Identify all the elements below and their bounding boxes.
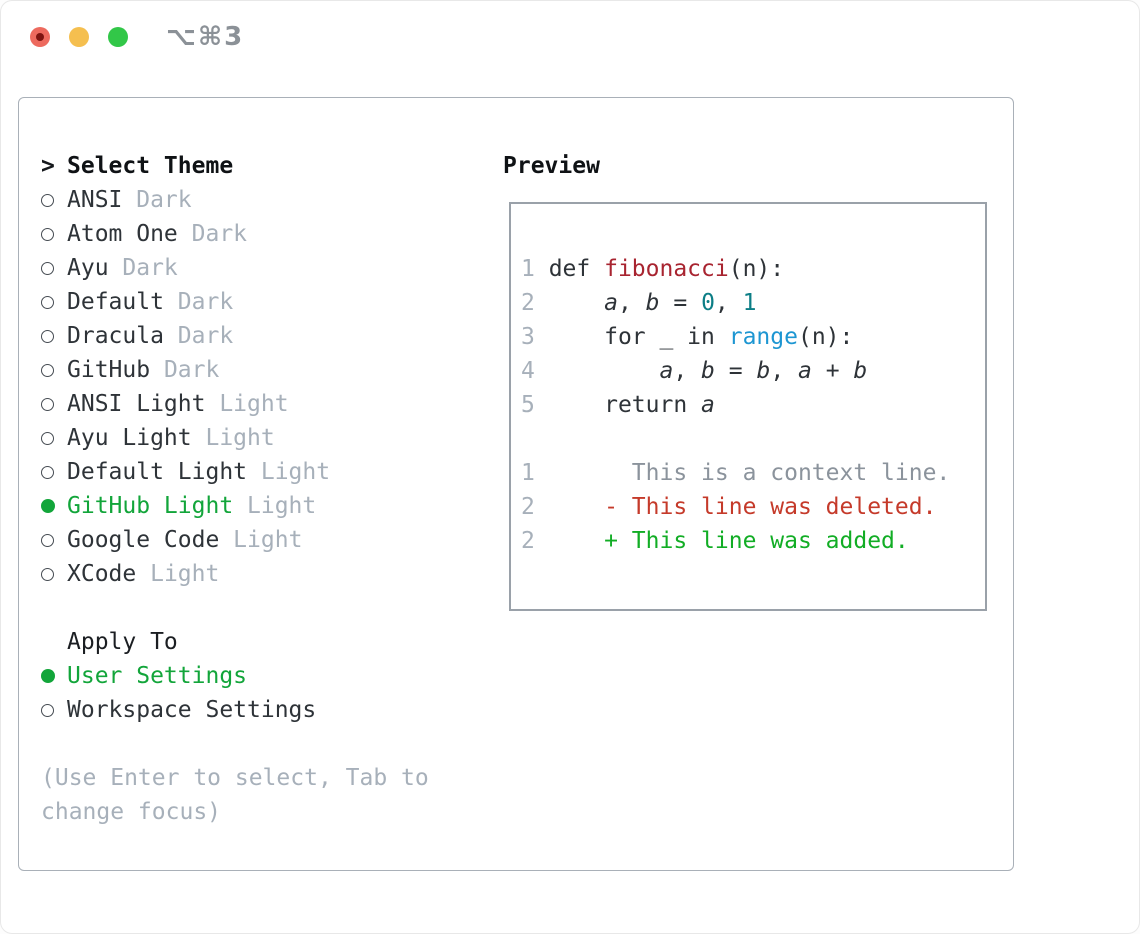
theme-option-dracula[interactable]: Dracula Dark <box>41 319 491 353</box>
radio-unselected-icon <box>41 295 67 309</box>
theme-variant: Light <box>247 459 331 485</box>
apply-to-header-row: Apply To <box>41 625 491 659</box>
preview-line <box>521 422 985 456</box>
title-bar: ⌥⌘3 <box>0 0 1140 75</box>
theme-option-atom-one[interactable]: Atom One Dark <box>41 217 491 251</box>
radio-selected-icon <box>41 669 67 683</box>
radio-unselected-icon <box>41 397 67 411</box>
apply-option-label: Workspace Settings <box>67 697 317 723</box>
preview-line: 3 for _ in range(n): <box>521 324 854 350</box>
theme-name: GitHub Light <box>67 493 234 519</box>
window-title: ⌥⌘3 <box>166 22 245 52</box>
theme-variant: Light <box>219 527 303 553</box>
radio-unselected-icon <box>41 431 67 445</box>
radio-unselected-icon <box>41 567 67 581</box>
preview-line: 4 a, b = b, a + b <box>521 358 868 384</box>
theme-variant: Dark <box>108 255 178 281</box>
radio-unselected-icon <box>41 227 67 241</box>
theme-name: Dracula <box>67 323 164 349</box>
radio-unselected-icon <box>41 329 67 343</box>
radio-selected-icon <box>41 499 67 513</box>
theme-option-google-code[interactable]: Google Code Light <box>41 523 491 557</box>
theme-name: Ayu <box>67 255 109 281</box>
select-theme-header-row: > Select Theme <box>41 149 491 183</box>
theme-option-xcode[interactable]: XCode Light <box>41 557 491 591</box>
theme-name: GitHub <box>67 357 151 383</box>
preview-header: Preview <box>503 153 600 179</box>
radio-unselected-icon <box>41 465 67 479</box>
theme-name: ANSI Light <box>67 391 206 417</box>
theme-variant: Light <box>205 391 289 417</box>
theme-name: ANSI <box>67 187 123 213</box>
radio-unselected-icon <box>41 703 67 717</box>
preview-code: 1 def fibonacci(n): 2 a, b = 0, 1 3 for _ … <box>521 252 985 558</box>
apply-option-workspace-settings[interactable]: Workspace Settings <box>41 693 491 727</box>
theme-variant: Dark <box>122 187 192 213</box>
theme-option-github[interactable]: GitHub Dark <box>41 353 491 387</box>
minimize-button[interactable] <box>69 27 89 47</box>
preview-line: 5 return a <box>521 392 715 418</box>
theme-option-github-light[interactable]: GitHub Light Light <box>41 489 491 523</box>
apply-option-label: User Settings <box>67 663 248 689</box>
theme-name: Atom One <box>67 221 178 247</box>
radio-unselected-icon <box>41 261 67 275</box>
theme-name: Google Code <box>67 527 220 553</box>
select-theme-header: Select Theme <box>67 153 234 179</box>
theme-variant: Light <box>136 561 220 587</box>
keyboard-hint: (Use Enter to select, Tab to change focu… <box>41 765 429 825</box>
theme-option-default[interactable]: Default Dark <box>41 285 491 319</box>
theme-option-ansi[interactable]: ANSI Dark <box>41 183 491 217</box>
apply-option-user-settings[interactable]: User Settings <box>41 659 491 693</box>
theme-option-ansi-light[interactable]: ANSI Light Light <box>41 387 491 421</box>
theme-name: Default Light <box>67 459 248 485</box>
preview-line: 2 + This line was added. <box>521 528 909 554</box>
radio-unselected-icon <box>41 533 67 547</box>
theme-variant: Dark <box>177 221 248 247</box>
preview-line: 2 - This line was deleted. <box>521 494 937 520</box>
theme-variant: Light <box>233 493 317 519</box>
preview-line: 1 This is a context line. <box>521 460 951 486</box>
radio-unselected-icon <box>41 193 67 207</box>
theme-name: Default <box>67 289 164 315</box>
zoom-button[interactable] <box>108 27 128 47</box>
theme-name: Ayu Light <box>67 425 192 451</box>
prompt-arrow-icon: > <box>41 153 55 179</box>
preview-line: 2 a, b = 0, 1 <box>521 290 757 316</box>
spacer <box>41 727 491 761</box>
theme-name: XCode <box>67 561 137 587</box>
preview-box: 1 def fibonacci(n): 2 a, b = 0, 1 3 for _ … <box>509 202 987 611</box>
theme-variant: Light <box>191 425 275 451</box>
theme-variant: Dark <box>163 289 234 315</box>
theme-option-ayu-light[interactable]: Ayu Light Light <box>41 421 491 455</box>
theme-variant: Dark <box>150 357 220 383</box>
close-button[interactable] <box>30 27 50 47</box>
preview-line: 1 def fibonacci(n): <box>521 256 785 282</box>
theme-option-ayu[interactable]: Ayu Dark <box>41 251 491 285</box>
theme-option-default-light[interactable]: Default Light Light <box>41 455 491 489</box>
apply-to-header: Apply To <box>67 629 178 655</box>
radio-unselected-icon <box>41 363 67 377</box>
spacer <box>41 591 491 625</box>
theme-variant: Dark <box>163 323 234 349</box>
